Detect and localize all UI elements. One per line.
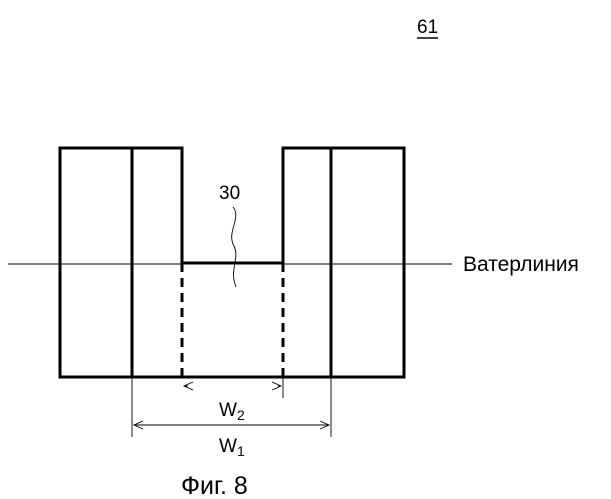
w1-subscript: 1 bbox=[237, 443, 245, 459]
w2-label: W2 bbox=[219, 400, 245, 423]
w1-letter: W bbox=[219, 436, 237, 457]
w2-subscript: 2 bbox=[237, 407, 245, 423]
w2-letter: W bbox=[219, 400, 237, 421]
figure-caption: Фиг. 8 bbox=[181, 472, 248, 499]
waterline-label: Ватерлиния bbox=[463, 253, 579, 276]
part-label: 30 bbox=[219, 183, 240, 204]
part-leader-line bbox=[232, 207, 236, 287]
w1-label: W1 bbox=[219, 436, 245, 459]
reference-numeral: 61 bbox=[417, 17, 438, 38]
